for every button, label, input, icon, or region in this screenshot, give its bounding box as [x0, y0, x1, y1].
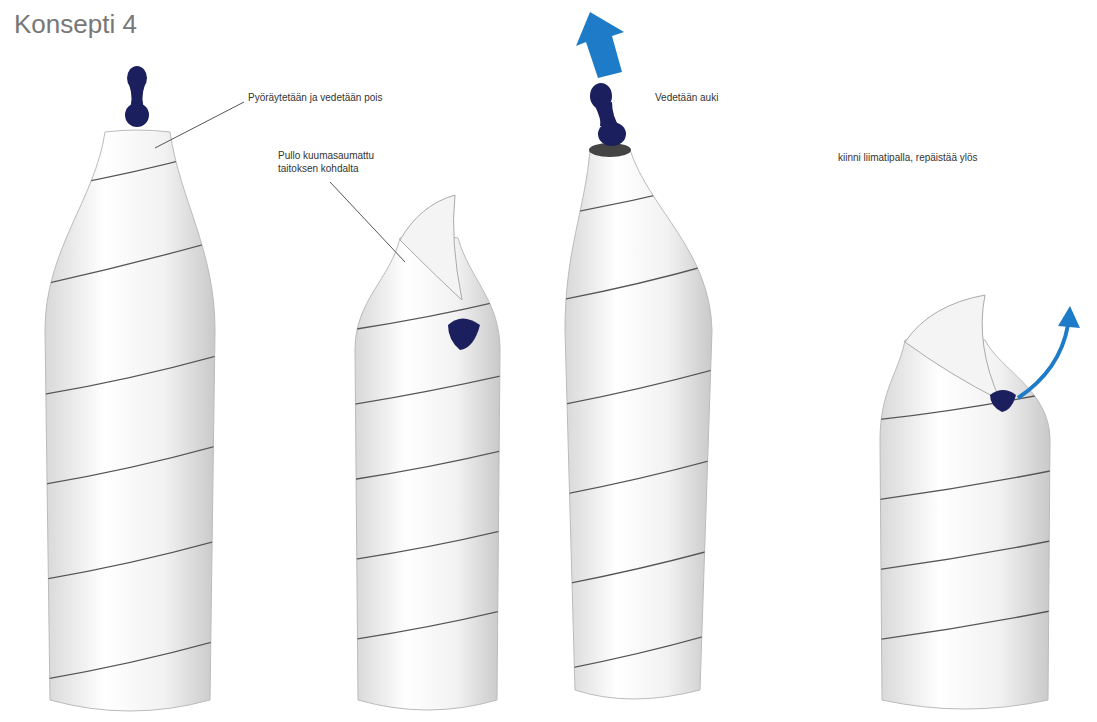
leader-line [155, 102, 244, 148]
annotation-label: Pullo kuumasaumattu taitoksen kohdalta [278, 150, 390, 175]
cap [125, 66, 149, 127]
leader-line [330, 182, 405, 262]
annotation-label: Vedetään auki [655, 92, 718, 105]
annotation-label: Pyöräytetään ja vedetään pois [248, 92, 383, 105]
title: Konsepti 4 [14, 10, 137, 39]
tear-arrow [1018, 325, 1068, 398]
pull-arrow [576, 12, 624, 78]
bottle-tear [875, 295, 1080, 709]
bottle-folded [350, 195, 505, 710]
bottle-closed [40, 66, 220, 711]
bottle-opening [560, 12, 720, 699]
annotation-label: kiinni liimatipalla, repäistää ylös [838, 152, 978, 165]
